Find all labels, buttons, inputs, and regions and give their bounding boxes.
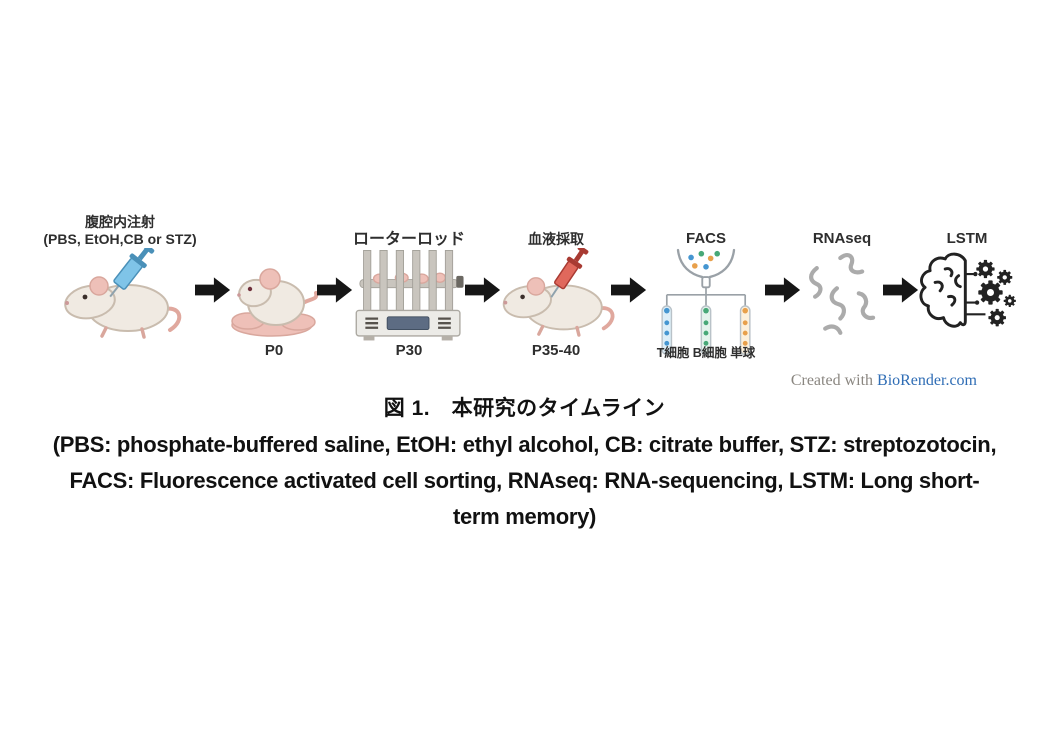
step-facs: FACS <box>647 200 765 366</box>
blood-collection-label: 血液採取 <box>528 231 584 247</box>
rnaseq-label: RNAseq <box>812 230 872 247</box>
facs-label: FACS <box>685 230 726 247</box>
mouse-syringe-red-icon <box>493 248 619 342</box>
mouse-syringe-blue-icon <box>54 248 186 342</box>
step-rnaseq: RNAseq <box>801 200 883 366</box>
lstm-label: LSTM <box>946 230 988 247</box>
biorender-credit: Created with BioRender.com <box>791 372 977 390</box>
caption-line-2: FACS: Fluorescence activated cell sortin… <box>69 468 980 493</box>
facs-cell-types-label: T細胞 B細胞 単球 <box>656 346 756 360</box>
flow-arrow-icon <box>465 276 501 304</box>
flow-arrow-icon <box>611 276 647 304</box>
step-rotarod: ローターロッド <box>353 200 465 366</box>
facs-sorter-icon <box>650 248 762 356</box>
newborn-mouse-icon <box>226 248 322 342</box>
figure-caption: 図 1. 本研究のタイムライン (PBS: phosphate-buffered… <box>0 391 1049 535</box>
injection-label: 腹腔内注射 <box>85 214 155 230</box>
p35-40-label: P35-40 <box>531 342 581 359</box>
caption-line-1: (PBS: phosphate-buffered saline, EtOH: e… <box>52 432 997 457</box>
caption-line-3: term memory) <box>452 504 597 529</box>
flow-arrow-icon <box>195 276 231 304</box>
rotarod-device-icon <box>354 248 464 342</box>
p30-label: P30 <box>395 342 423 359</box>
step-injection: 腹腔内注射 (PBS, EtOH,CB or STZ) <box>43 200 197 366</box>
credit-prefix-text: Created with <box>790 372 878 389</box>
flow-arrow-icon <box>883 276 919 304</box>
flow-arrow-icon <box>317 276 353 304</box>
p0-label: P0 <box>264 342 284 359</box>
step-lstm: LSTM <box>919 200 1016 366</box>
caption-title: 図 1. 本研究のタイムライン <box>383 397 666 420</box>
injection-agents-label: (PBS, EtOH,CB or STZ) <box>43 231 197 247</box>
step-newborn: P0 <box>231 200 319 366</box>
step-blood-collection: 血液採取 <box>501 200 615 366</box>
rna-strands-icon <box>800 248 884 342</box>
brain-gears-icon <box>915 248 1019 342</box>
timeline-diagram: 腹腔内注射 (PBS, EtOH,CB or STZ) <box>43 200 1016 368</box>
rotarod-label: ローターロッド <box>353 231 466 248</box>
biorender-link[interactable]: BioRender.com <box>877 372 977 389</box>
flow-arrow-icon <box>765 276 801 304</box>
